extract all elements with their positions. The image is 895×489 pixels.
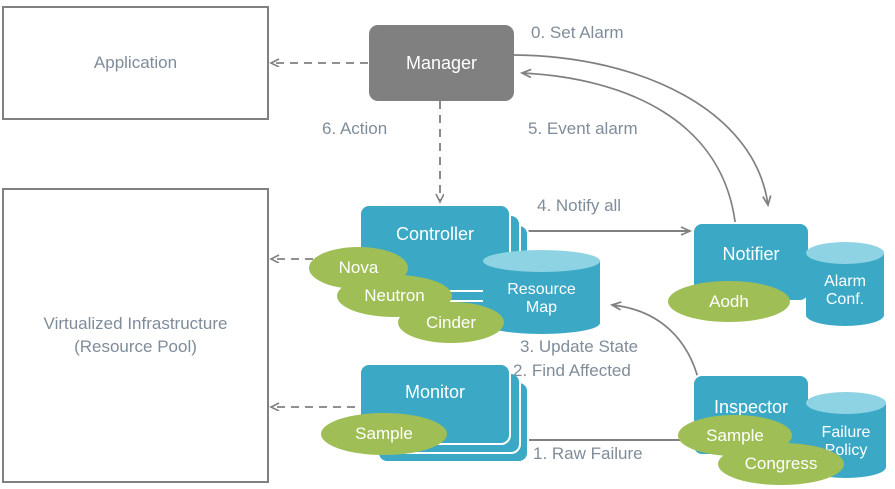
cylinder-top <box>483 250 600 272</box>
cylinder-alarm-conf-text: Alarm Conf. <box>806 260 884 322</box>
cylinder-resource-map-line2: Map <box>525 299 558 316</box>
pill-aodh-label: Aodh <box>709 291 749 311</box>
box-infrastructure-line1: Virtualized Infrastructure <box>43 313 228 333</box>
cylinder-failure-policy[interactable]: Failure Policy <box>806 392 886 478</box>
edge-inspector-to-resource-map <box>609 301 701 387</box>
box-notifier-label: Notifier <box>722 243 780 264</box>
cylinder-alarm-conf-line2: Conf. <box>825 291 865 308</box>
flow-label-notify-all: 4. Notify all <box>537 196 622 215</box>
pill-cinder[interactable]: Cinder <box>398 302 504 343</box>
pill-congress-label: Congress <box>744 454 818 473</box>
box-application[interactable]: Application <box>2 6 269 120</box>
box-manager-label: Manager <box>405 52 478 73</box>
cylinder-failure-policy-line1: Failure <box>821 423 871 441</box>
box-infrastructure-line2: (Resource Pool) <box>74 336 197 356</box>
pill-monitor-sample-label: Sample <box>355 424 413 443</box>
pill-aodh[interactable]: Aodh <box>668 281 790 322</box>
flow-label-set-alarm: 0. Set Alarm <box>531 23 624 42</box>
cylinder-bottom <box>483 312 600 334</box>
cylinder-top <box>806 392 886 414</box>
cylinder-alarm-conf-line1: Alarm <box>824 272 866 290</box>
box-virtualized-infrastructure[interactable]: Virtualized Infrastructure (Resource Poo… <box>2 188 269 483</box>
flow-label-update-state: 3. Update State <box>520 337 639 356</box>
edge-set-alarm <box>513 54 772 208</box>
cylinder-resource-map-text: Resource Map <box>483 268 600 330</box>
pill-inspector-sample-label: Sample <box>706 425 764 445</box>
pill-nova-label: Nova <box>338 258 379 277</box>
pill-neutron-label: Neutron <box>364 286 425 305</box>
edge-event-alarm <box>519 68 737 231</box>
box-manager[interactable]: Manager <box>369 25 514 101</box>
flow-label-action: 6. Action <box>322 119 388 138</box>
box-controller-label: Controller <box>395 223 475 244</box>
flow-label-find-affected: 2. Find Affected <box>513 361 631 380</box>
cylinder-resource-map-line1: Resource <box>507 280 576 298</box>
cylinder-alarm-conf[interactable]: Alarm Conf. <box>806 242 884 326</box>
box-monitor-label: Monitor <box>404 381 466 402</box>
pill-monitor-sample[interactable]: Sample <box>321 413 447 455</box>
pill-cinder-label: Cinder <box>425 312 477 332</box>
box-application-label: Application <box>93 52 178 72</box>
flow-label-event-alarm: 5. Event alarm <box>528 119 638 138</box>
box-inspector-label: Inspector <box>713 396 789 417</box>
flow-label-raw-failure: 1. Raw Failure <box>533 444 643 463</box>
cylinder-resource-map[interactable]: Resource Map <box>483 250 600 334</box>
cylinder-bottom <box>806 304 884 326</box>
pill-congress[interactable]: Congress <box>718 443 844 485</box>
cylinder-top <box>806 242 884 264</box>
